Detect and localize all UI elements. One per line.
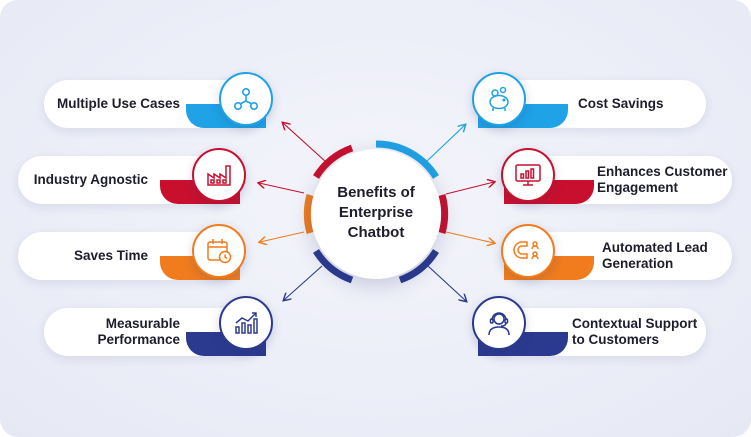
center-ring xyxy=(303,140,449,284)
arrow-cost-savings xyxy=(425,125,465,163)
ring-arc-navy-left xyxy=(313,249,354,284)
piggy-bank-icon xyxy=(472,72,526,126)
growth-chart-icon xyxy=(219,296,273,350)
arrow-customer-engagement xyxy=(445,182,494,195)
arrow-measurable-performance xyxy=(284,265,323,300)
magnet-icon xyxy=(501,224,555,278)
arrow-multiple-use-cases xyxy=(283,123,327,163)
benefit-label: Automated Lead Generation xyxy=(602,240,708,271)
calendar-clock-icon xyxy=(192,224,246,278)
arrow-contextual-support xyxy=(427,265,466,301)
monitor-chart-icon xyxy=(501,148,555,202)
benefit-label: Industry Agnostic xyxy=(33,172,148,187)
arrow-industry-agnostic xyxy=(259,183,305,194)
benefit-label: Measurable Performance xyxy=(97,316,180,347)
factory-icon xyxy=(192,148,246,202)
arrow-lead-generation xyxy=(445,231,494,243)
arrow-saves-time xyxy=(260,231,305,242)
network-icon xyxy=(219,72,273,126)
ring-arc-navy-right xyxy=(398,249,439,284)
support-agent-icon xyxy=(472,296,526,350)
ring-arc-red-right xyxy=(438,194,449,234)
ring-arc-red-left xyxy=(313,144,354,179)
center-hub xyxy=(311,149,441,279)
center-title: Benefits of Enterprise Chatbot xyxy=(337,184,415,241)
benefit-label: Saves Time xyxy=(73,248,148,263)
ring-arc-blue xyxy=(375,140,439,179)
benefit-label: Multiple Use Cases xyxy=(56,96,180,111)
benefit-label: Enhances Customer Engagement xyxy=(597,164,728,195)
benefit-label: Contextual Support to Customers xyxy=(572,316,698,347)
benefit-label: Cost Savings xyxy=(578,96,664,111)
ring-arc-orange xyxy=(303,194,314,234)
